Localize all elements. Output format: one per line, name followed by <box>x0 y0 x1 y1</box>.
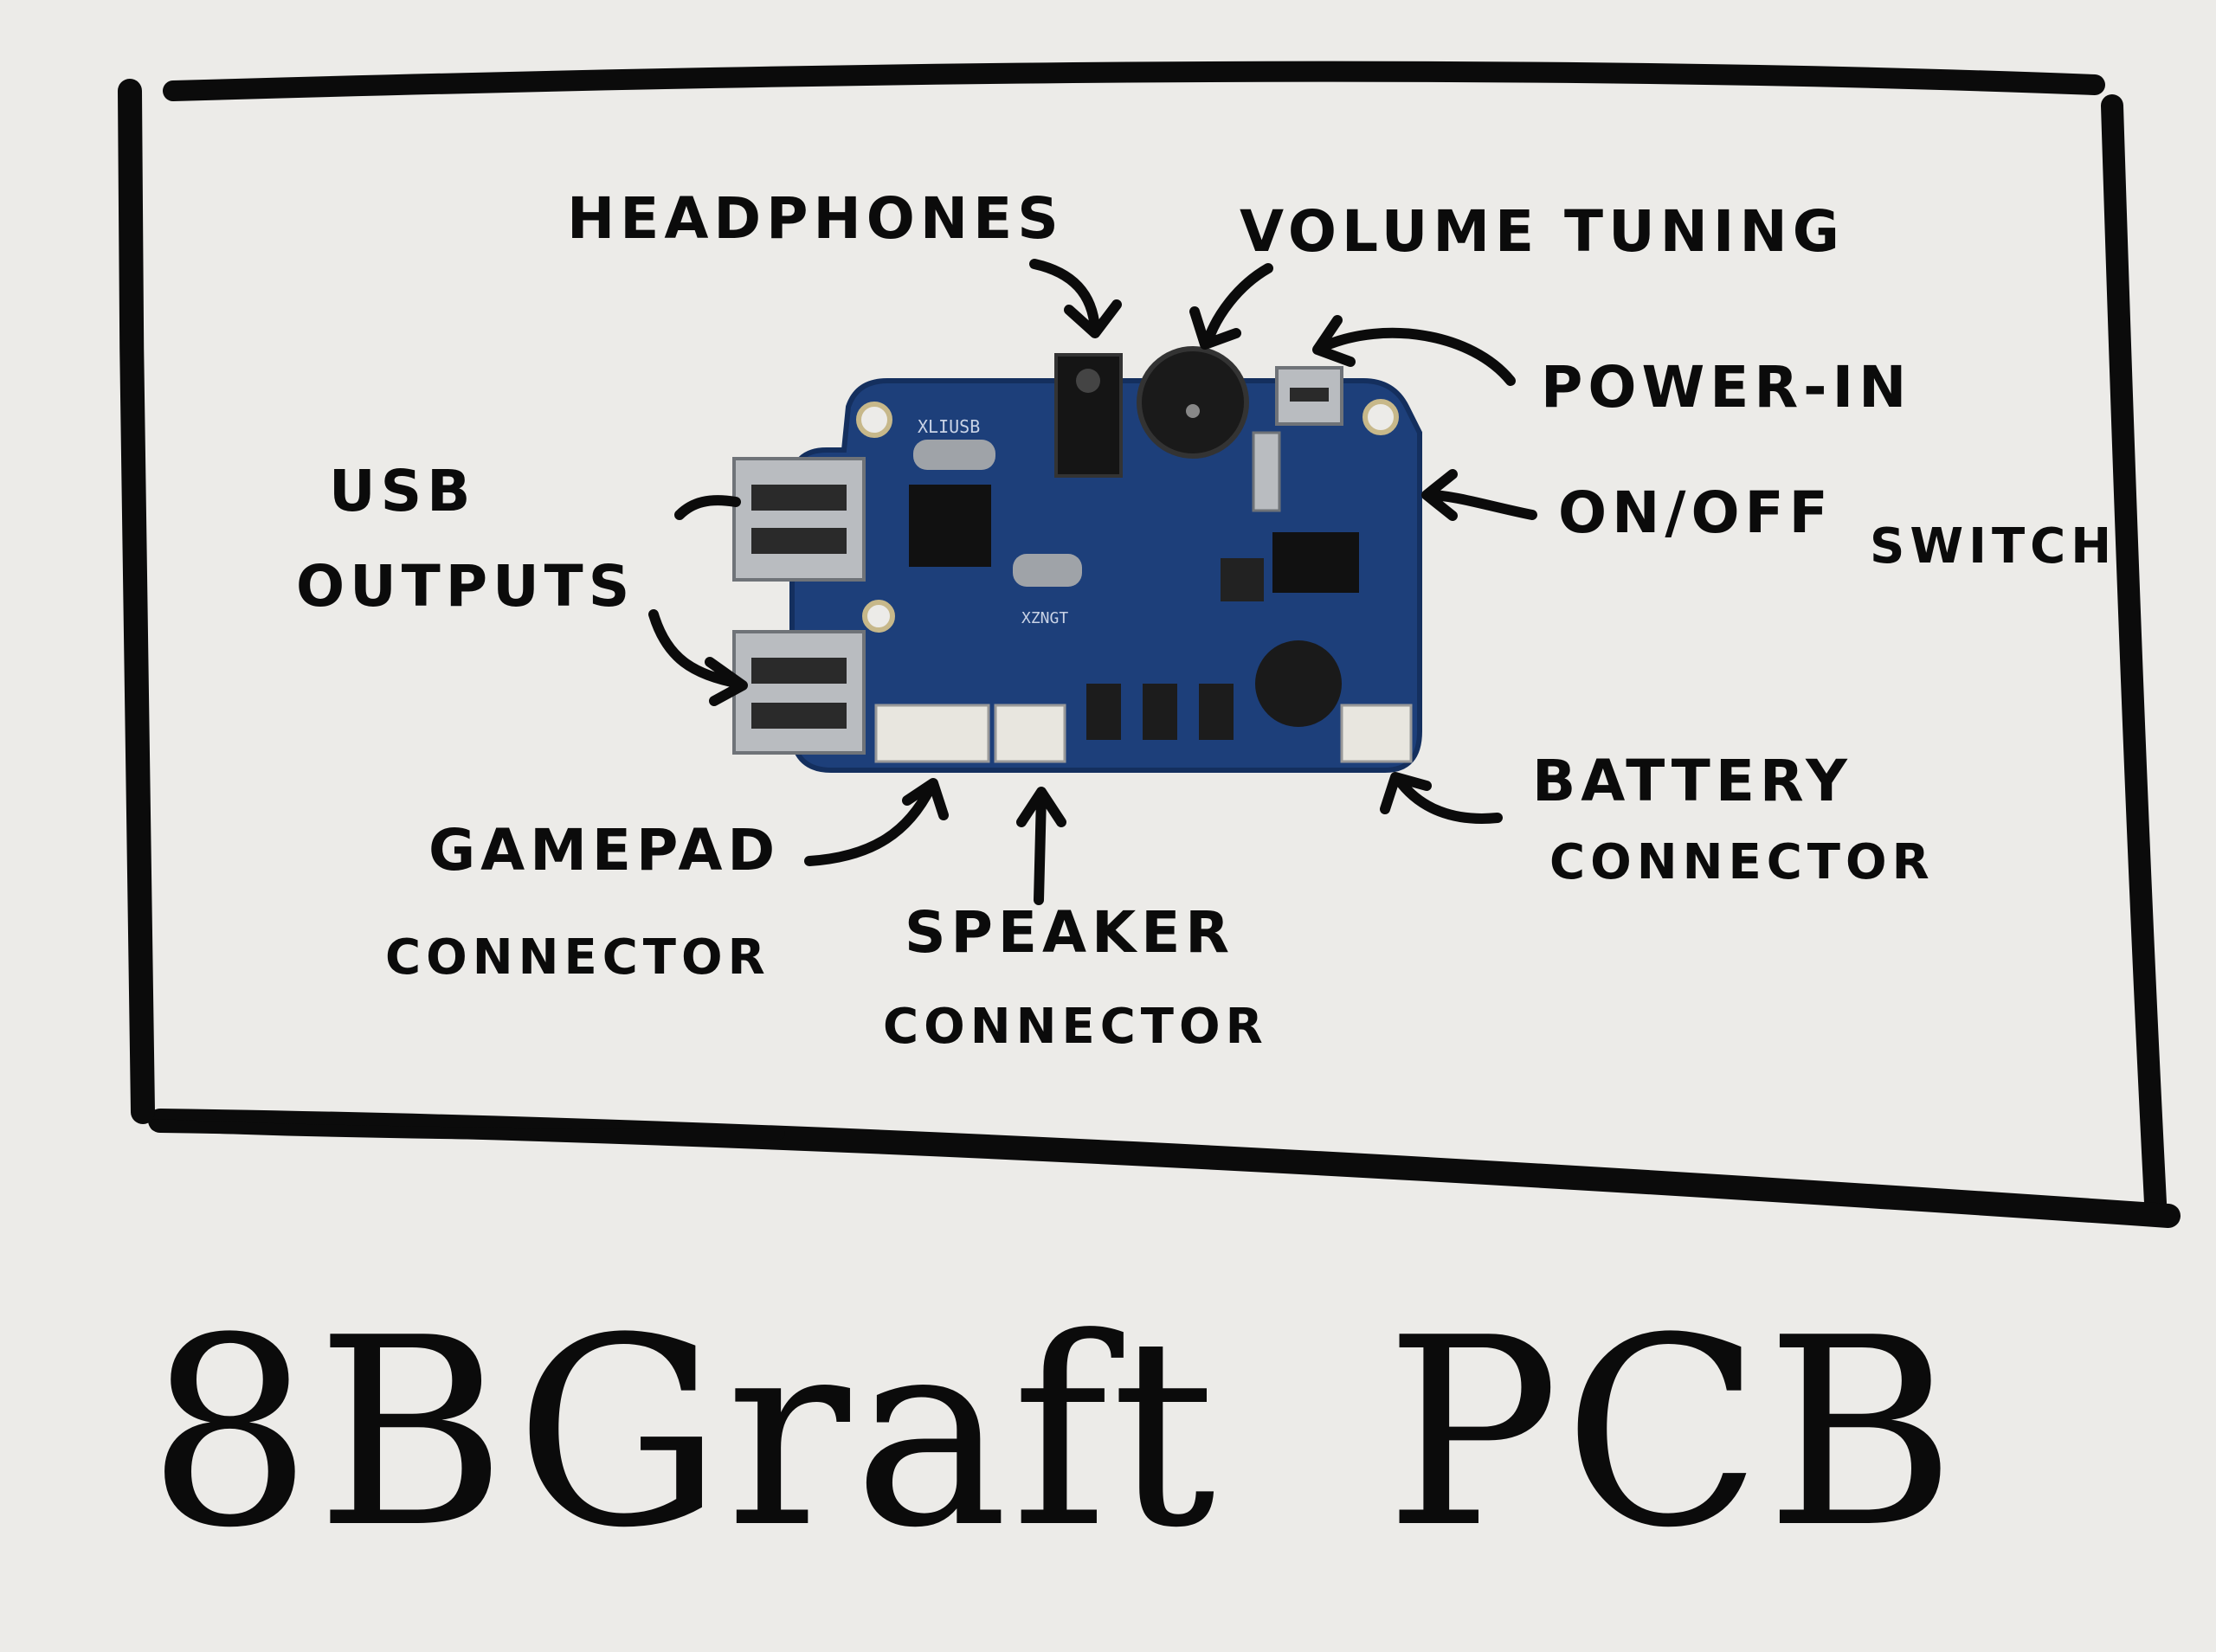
arrow-usb-bottom <box>648 609 748 706</box>
usb-port-bottom <box>732 630 866 755</box>
hand-drawn-frame <box>118 61 2181 1228</box>
label-outputs: OUTPUTS <box>296 553 635 620</box>
volume-knob-center <box>1186 404 1200 418</box>
silkscreen-text: XLIUSB <box>918 416 980 437</box>
speaker-connector <box>994 704 1066 763</box>
inductor <box>1255 640 1342 727</box>
label-battery: BATTERY <box>1532 748 1852 814</box>
label-on-off: ON/OFF <box>1558 479 1833 546</box>
arrow-volume <box>1189 263 1273 350</box>
battery-connector <box>1340 704 1413 763</box>
push-button <box>1143 684 1177 740</box>
mount-hole <box>862 600 895 633</box>
label-speaker: SPEAKER <box>905 899 1234 966</box>
headphone-jack-hole <box>1076 369 1100 393</box>
arrows <box>648 259 1537 905</box>
labels: HEADPHONES VOLUME TUNING POWER-IN ON/OFF… <box>296 185 2116 1055</box>
crystal <box>913 440 995 470</box>
arrow-gamepad <box>804 778 949 866</box>
arrow-power-in <box>1312 315 1516 386</box>
gamepad-connector <box>874 704 990 763</box>
label-power-in: POWER-IN <box>1541 354 1911 421</box>
label-battery-connector: CONNECTOR <box>1549 834 1935 890</box>
usb-port-top <box>732 457 866 582</box>
label-usb: USB <box>329 458 475 524</box>
label-headphones: HEADPHONES <box>567 185 1064 252</box>
volume-knob <box>1137 346 1249 459</box>
push-button <box>1221 558 1264 601</box>
arrow-battery <box>1380 772 1503 824</box>
push-button <box>1199 684 1234 740</box>
label-gamepad-connector: CONNECTOR <box>385 929 770 986</box>
label-switch: SWITCH <box>1870 518 2116 575</box>
silkscreen-text: XZNGT <box>1021 609 1068 627</box>
title-left: 8BGraft <box>147 1282 1219 1585</box>
mount-hole <box>1362 399 1399 435</box>
crystal <box>1013 554 1082 587</box>
ic-chip <box>909 485 991 567</box>
label-speaker-connector: CONNECTOR <box>883 999 1268 1055</box>
arrow-usb-top <box>674 495 741 520</box>
arrow-speaker <box>1016 787 1066 905</box>
page-title: 8BGraft PCB <box>147 1282 1960 1585</box>
label-volume-tuning: VOLUME TUNING <box>1240 198 1845 265</box>
ic-chip <box>1272 532 1359 593</box>
push-button <box>1086 684 1121 740</box>
pcb-board: XLIUSB XZNGT <box>732 346 1422 773</box>
on-off-switch <box>1252 431 1281 512</box>
title-right: PCB <box>1385 1282 1960 1585</box>
micro-usb-slot <box>1290 388 1329 402</box>
arrow-on-off <box>1421 469 1537 521</box>
mount-hole <box>856 402 892 438</box>
arrow-headphones <box>1029 259 1122 338</box>
label-gamepad: GAMEPAD <box>428 817 780 884</box>
